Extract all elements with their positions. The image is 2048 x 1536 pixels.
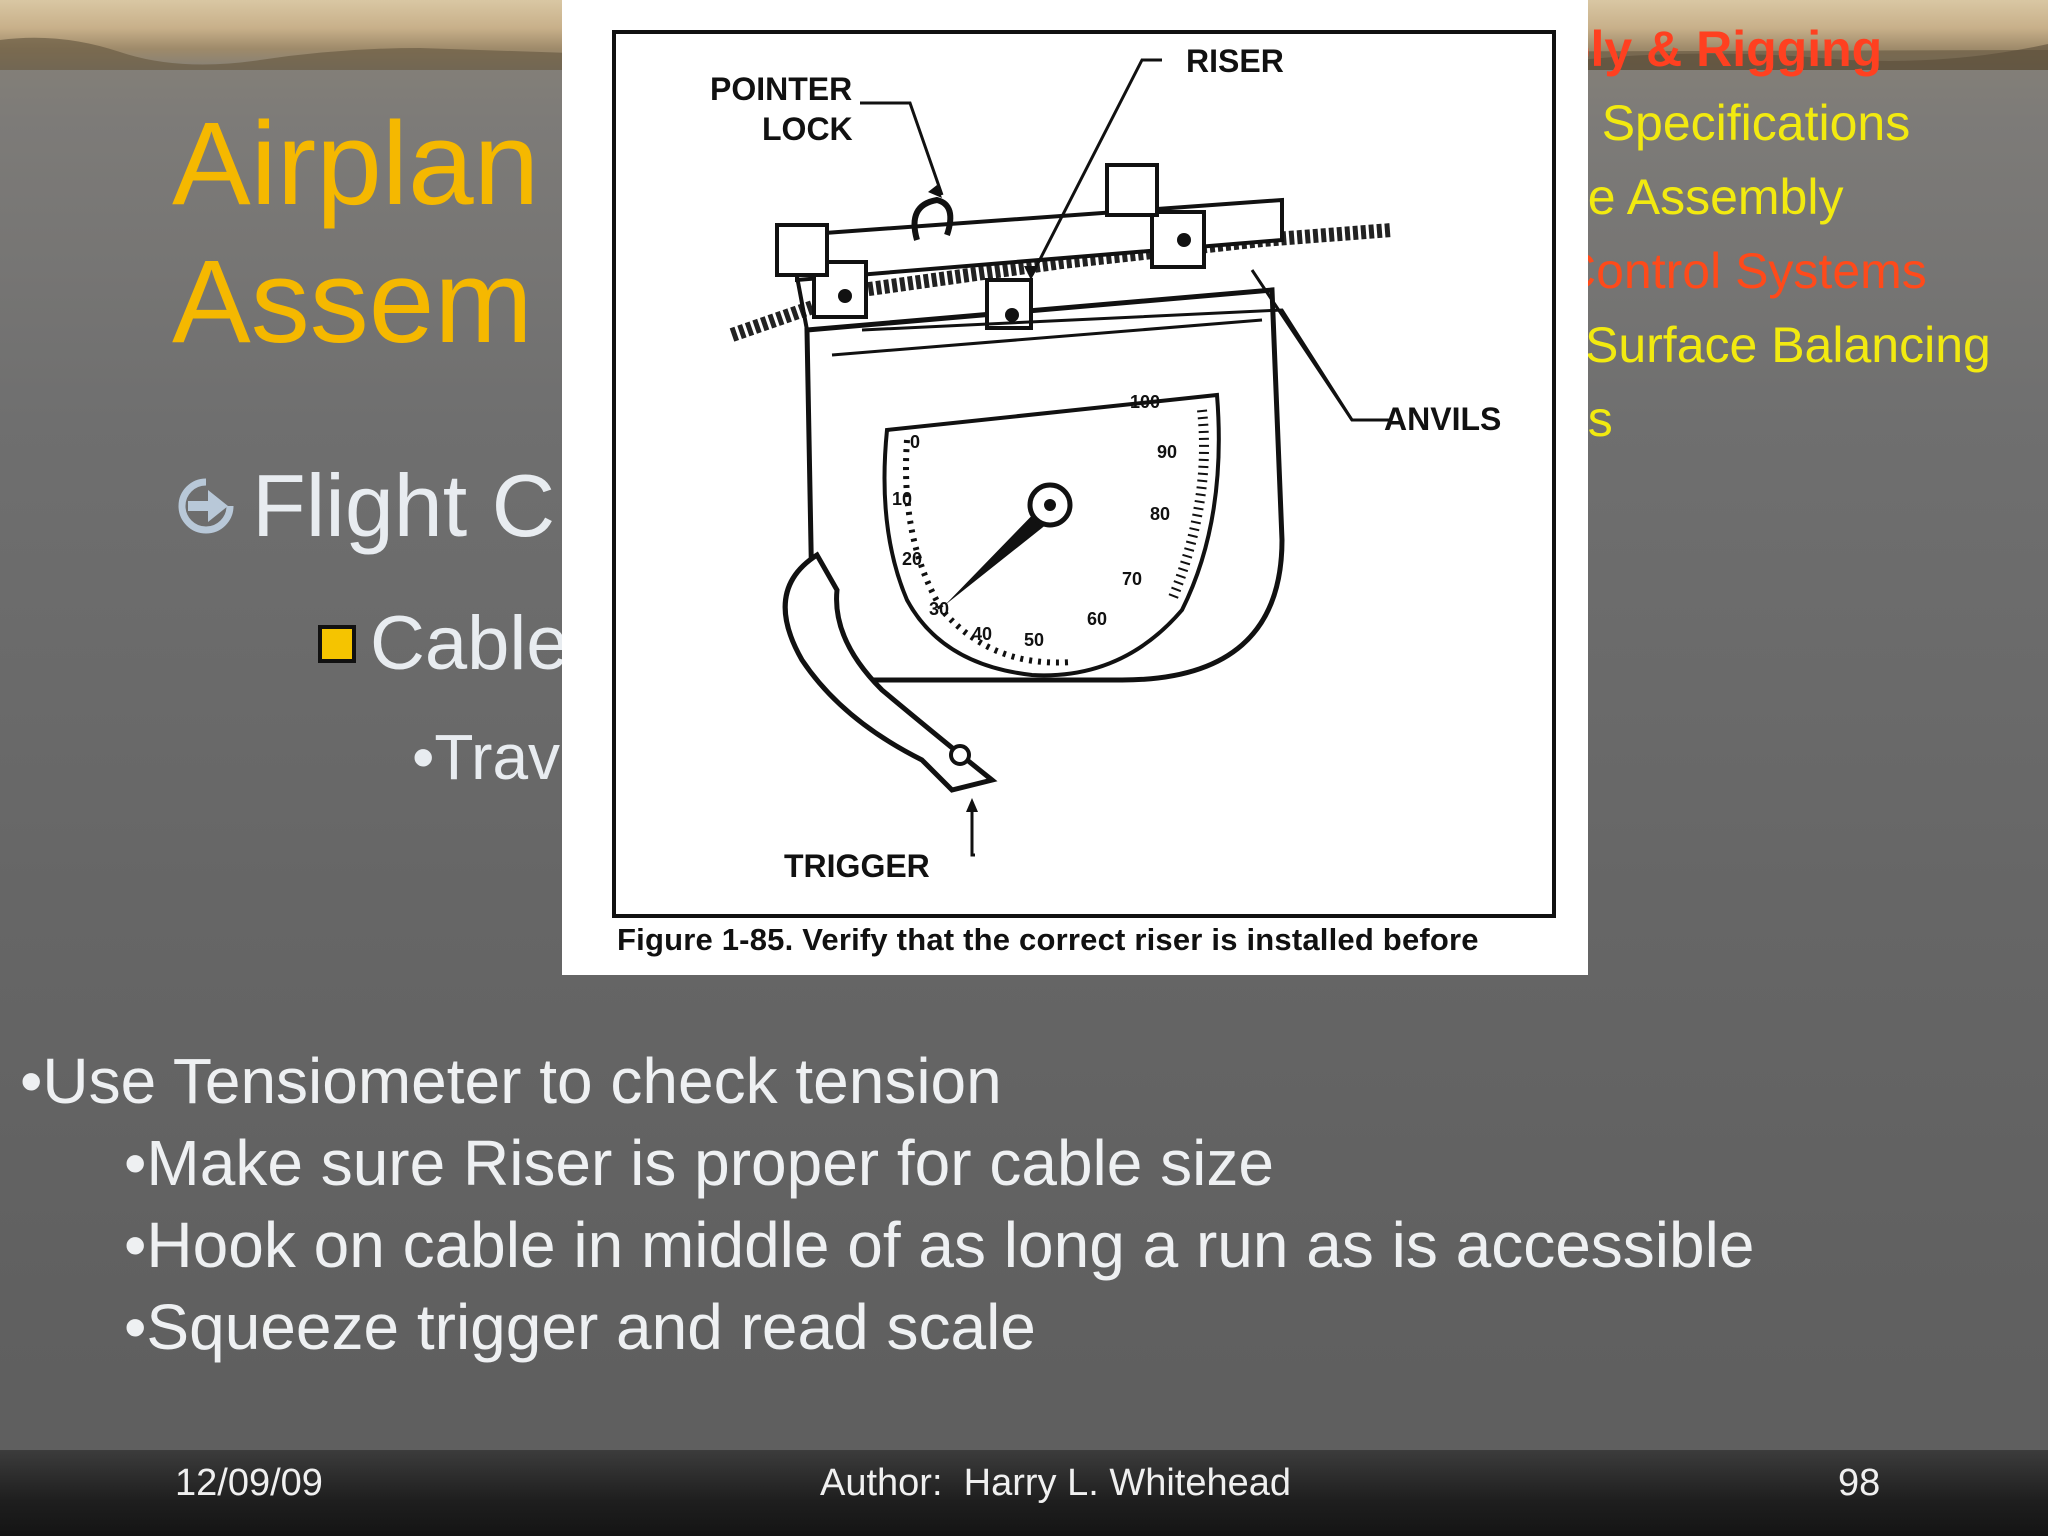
lock-label: LOCK [762,111,853,147]
dial-number: 80 [1150,504,1170,524]
dial-number: 50 [1024,630,1044,650]
note-item: •Squeeze trigger and read scale [124,1291,1036,1363]
footer-date: 12/09/09 [175,1462,323,1504]
page-number: 98 [1838,1462,1881,1504]
topic-item: bly & Rigging [1560,21,1883,77]
pointer-label: POINTER [710,71,852,107]
bullet-level-2-text: Cable [370,601,569,686]
note-item: •Use Tensiometer to check tension [20,1045,1002,1117]
bullet-level-2: Cable [318,600,569,687]
riser-label: RISER [1186,43,1284,79]
dial-number: 60 [1087,609,1107,629]
topic-item: l Surface Balancing [1560,317,1991,373]
slide-title: Airplan Assem [172,98,540,368]
footer-bar [0,1450,2048,1536]
circle-arrow-icon [178,478,234,534]
square-bullet-icon [318,624,356,663]
dial-number: 0 [910,432,920,452]
dial-number: 40 [972,624,992,644]
notes-list: •Use Tensiometer to check tension •Make … [20,1040,1754,1368]
note-item: •Hook on cable in middle of as long a ru… [124,1209,1755,1281]
figure-frame [612,30,1556,918]
trigger-label: TRIGGER [784,848,930,884]
topic-outline-list: bly & Rigging g Specifications ne Assemb… [1560,12,2048,456]
figure-caption: Figure 1-85. Verify that the correct ris… [617,922,1479,957]
topic-item: es [1560,382,2048,456]
topic-item: Control Systems [1560,243,1927,299]
note-item: •Make sure Riser is proper for cable siz… [124,1127,1274,1199]
dial-number: 70 [1122,569,1142,589]
topic-item: g Specifications [1560,95,1911,151]
dial-number: 90 [1157,442,1177,462]
bullet-level-1-text: Flight C [252,456,556,555]
tensiometer-figure: 0 10 20 30 40 50 60 70 80 90 100 POINTER… [562,0,1588,975]
bullet-level-1: Flight C [178,455,555,557]
tensiometer-illustration: 0 10 20 30 40 50 60 70 80 90 100 POINTER… [710,43,1501,884]
dial-number: 20 [902,549,922,569]
footer-author: Author: Harry L. Whitehead [820,1462,1291,1504]
anvils-label: ANVILS [1384,401,1501,437]
dial-number: 30 [929,599,949,619]
dial-number: 10 [892,489,912,509]
topic-item: ne Assembly [1560,169,1844,225]
bullet-level-3: •Trav [412,721,561,793]
dial-number: 100 [1130,392,1160,412]
